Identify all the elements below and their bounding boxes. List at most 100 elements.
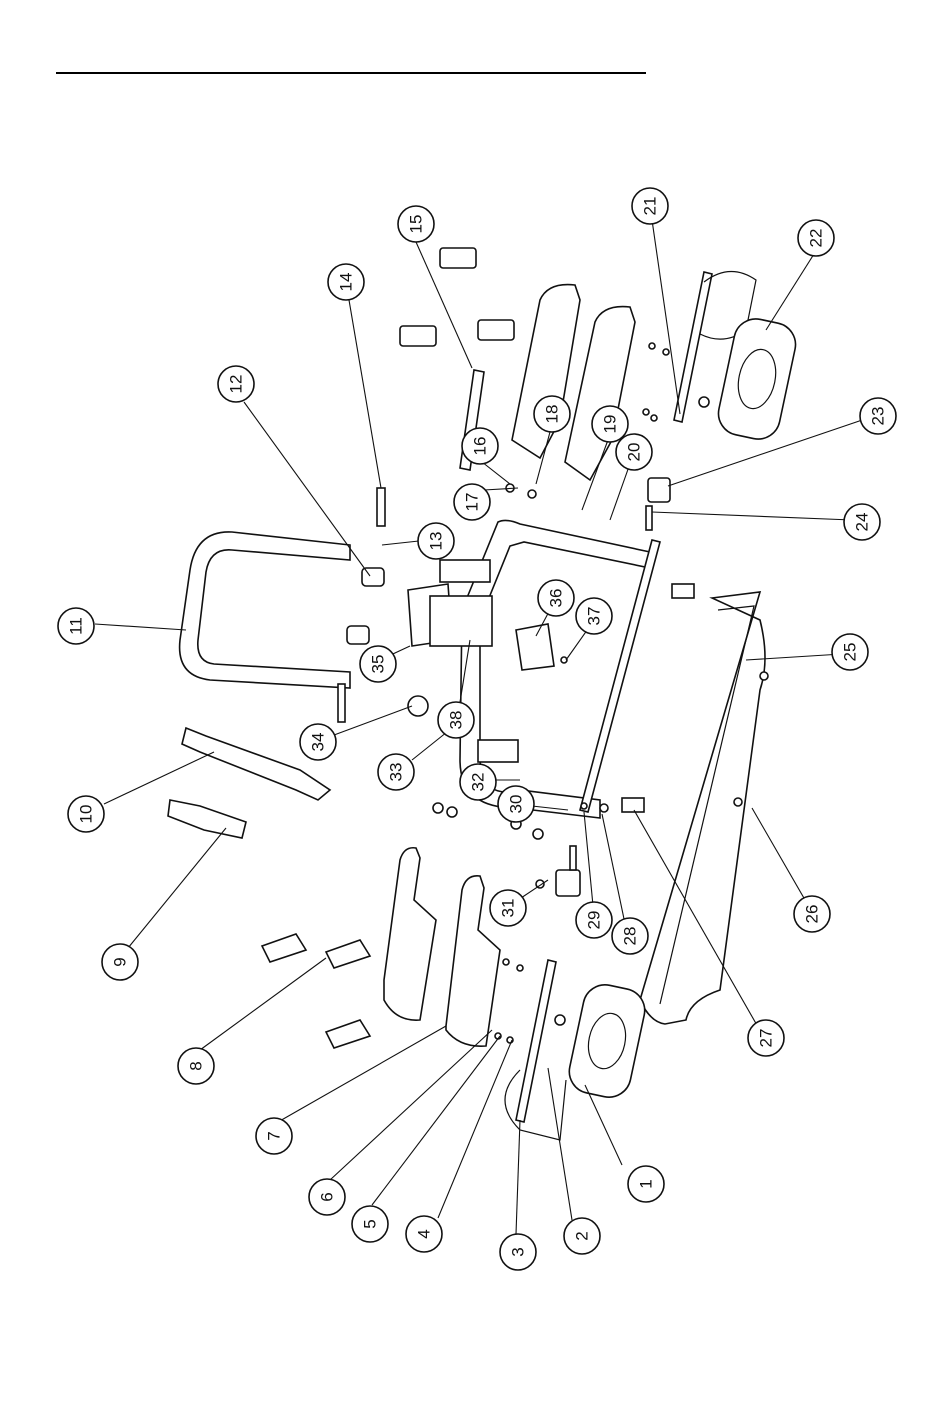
svg-text:7: 7: [265, 1131, 284, 1140]
knob-middle: [347, 626, 369, 644]
svg-text:13: 13: [427, 532, 446, 551]
svg-text:9: 9: [111, 957, 130, 966]
callout-30: 30: [498, 786, 534, 822]
callout-33: 33: [378, 754, 414, 790]
base-plate-25: [640, 592, 765, 1024]
callout-3: 3: [500, 1234, 536, 1270]
frame-lower-tube: [478, 740, 518, 762]
callout-6: 6: [309, 1179, 345, 1215]
clip-top-1: [440, 248, 476, 268]
svg-text:1: 1: [637, 1179, 656, 1188]
clip-23: [648, 478, 670, 502]
callout-5: 5: [352, 1206, 388, 1242]
pin-24: [646, 506, 652, 530]
callout-24: 24: [844, 504, 880, 540]
tread-arm-upper-1: [512, 285, 580, 458]
frame-pivot: [440, 560, 490, 582]
svg-text:28: 28: [621, 927, 640, 946]
callout-36: 36: [538, 580, 574, 616]
svg-text:25: 25: [841, 643, 860, 662]
callout-2: 2: [564, 1218, 600, 1254]
svg-text:11: 11: [67, 617, 86, 635]
frame-crossbar: [430, 596, 492, 646]
callout-17: 17: [454, 484, 490, 520]
callout-21: 21: [632, 188, 668, 224]
svg-text:33: 33: [387, 763, 406, 782]
callout-9: 9: [102, 944, 138, 980]
strap-8a: [262, 934, 306, 962]
clip-top-3: [478, 320, 514, 340]
lever-arm-9: [168, 800, 246, 838]
callout-18: 18: [534, 396, 570, 432]
callout-23: 23: [860, 398, 896, 434]
strap-8b: [326, 940, 370, 968]
cap-27: [622, 798, 644, 812]
svg-text:12: 12: [227, 375, 246, 394]
knob-12: [362, 568, 384, 586]
svg-text:5: 5: [361, 1219, 380, 1228]
svg-text:31: 31: [499, 899, 518, 918]
long-rail-29: [580, 540, 660, 812]
bolt-handle-lower: [338, 684, 345, 722]
callout-34: 34: [300, 724, 336, 760]
svg-text:2: 2: [573, 1231, 592, 1240]
callout-26: 26: [794, 896, 830, 932]
svg-text:27: 27: [757, 1029, 776, 1048]
svg-text:29: 29: [585, 911, 604, 930]
callout-7: 7: [256, 1118, 292, 1154]
bolt-14: [377, 488, 385, 526]
pad-36: [516, 624, 554, 670]
callout-8: 8: [178, 1048, 214, 1084]
svg-text:26: 26: [803, 905, 822, 924]
strap-8c: [326, 1020, 370, 1048]
svg-text:24: 24: [853, 513, 872, 532]
callout-10: 10: [68, 796, 104, 832]
pin-31: [570, 846, 576, 870]
callout-25: 25: [832, 634, 868, 670]
svg-text:22: 22: [807, 229, 826, 248]
callout-35: 35: [360, 646, 396, 682]
svg-text:10: 10: [77, 805, 96, 824]
svg-text:8: 8: [187, 1061, 206, 1070]
foot-rail-3: [516, 960, 556, 1122]
svg-text:30: 30: [507, 795, 526, 814]
callout-31: 31: [490, 890, 526, 926]
callout-4: 4: [406, 1216, 442, 1252]
svg-text:20: 20: [625, 443, 644, 462]
u-handle: [180, 532, 350, 688]
svg-text:17: 17: [463, 493, 482, 512]
svg-text:18: 18: [543, 405, 562, 424]
callout-38: 38: [438, 702, 474, 738]
cap-right: [672, 584, 694, 598]
svg-text:32: 32: [469, 773, 488, 792]
callout-27: 27: [748, 1020, 784, 1056]
callout-1: 1: [628, 1166, 664, 1202]
callout-12: 12: [218, 366, 254, 402]
svg-text:35: 35: [369, 655, 388, 674]
svg-text:23: 23: [869, 407, 888, 426]
callout-14: 14: [328, 264, 364, 300]
svg-text:3: 3: [509, 1247, 528, 1256]
svg-text:21: 21: [641, 197, 660, 216]
svg-text:14: 14: [337, 273, 356, 292]
svg-text:15: 15: [407, 215, 426, 234]
svg-text:16: 16: [471, 437, 490, 456]
callout-13: 13: [418, 523, 454, 559]
clip-top-2: [400, 326, 436, 346]
tread-arm-lower-1: [384, 848, 436, 1020]
svg-text:19: 19: [601, 415, 620, 434]
parts-layer: [168, 248, 800, 1140]
svg-text:37: 37: [585, 607, 604, 626]
svg-text:4: 4: [415, 1229, 434, 1238]
foot-loop-3: [505, 1070, 566, 1140]
pedal-22: [714, 315, 799, 443]
svg-text:6: 6: [318, 1192, 337, 1201]
callout-15: 15: [398, 206, 434, 242]
callout-29: 29: [576, 902, 612, 938]
svg-text:36: 36: [547, 589, 566, 608]
callout-16: 16: [462, 428, 498, 464]
svg-text:34: 34: [309, 733, 328, 752]
callout-20: 20: [616, 434, 652, 470]
